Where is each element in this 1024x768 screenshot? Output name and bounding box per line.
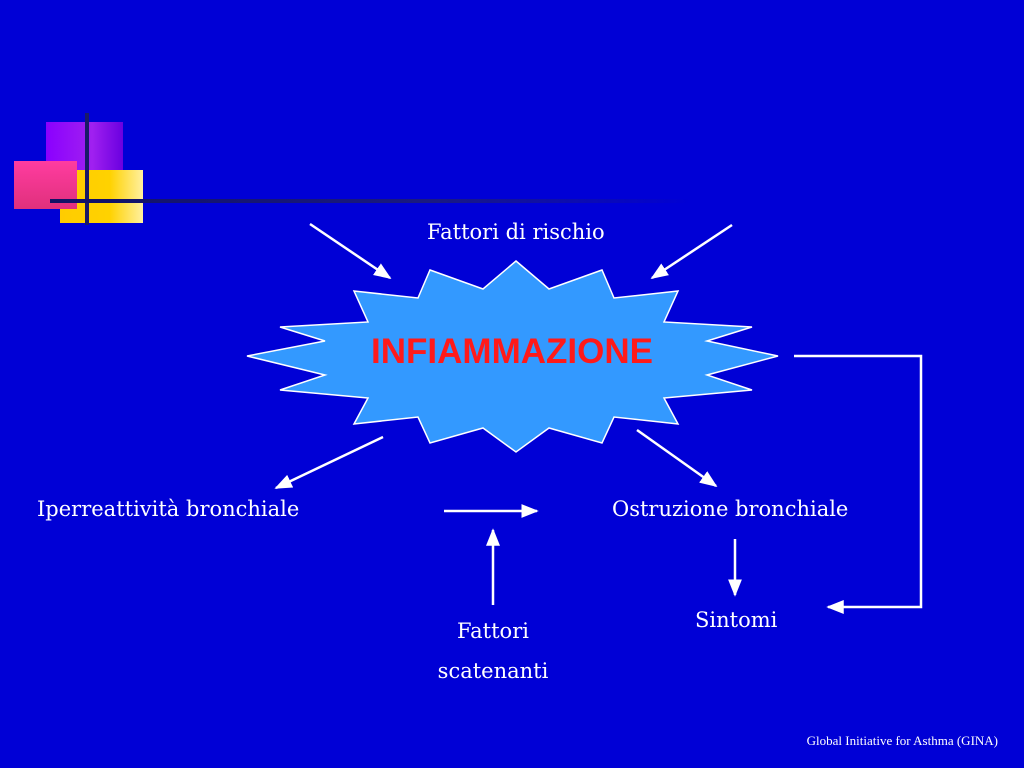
arrow-inflammation-to-symptoms	[794, 354, 923, 614]
source-footer: Global Initiative for Asthma (GINA)	[806, 733, 998, 748]
obstruction-label: Ostruzione bronchiale	[612, 497, 849, 521]
symptoms-label: Sintomi	[695, 608, 778, 632]
hyperreactivity-label: Iperreattività bronchiale	[37, 497, 300, 521]
arrow-to-obstruction	[636, 428, 718, 488]
inflammation-burst	[246, 260, 779, 453]
decor-horizontal-line	[50, 199, 690, 203]
arrow-to-hyperreactivity	[274, 435, 384, 490]
risk-factors-label: Fattori di rischio	[427, 220, 605, 244]
triggers-label-line1: Fattori	[457, 619, 529, 643]
triggers-label-line2: scatenanti	[437, 659, 549, 683]
arrow-risk-left	[309, 222, 392, 280]
arrow-risk-right	[650, 223, 733, 280]
inflammation-label: INFIAMMAZIONE	[371, 332, 653, 371]
decor-vertical-line	[85, 113, 89, 225]
